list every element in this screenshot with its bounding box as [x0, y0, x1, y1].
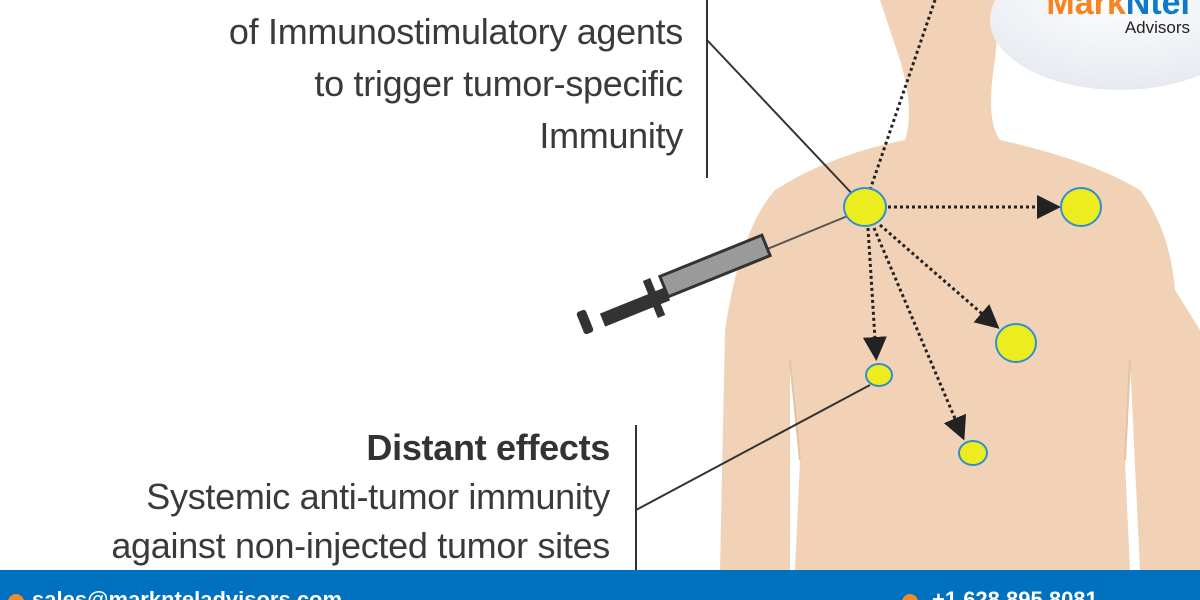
logo-subtitle: Advisors — [1124, 18, 1190, 37]
markntel-logo: MarkNtel Advisors — [1046, 0, 1190, 38]
tumor-nodes — [843, 187, 1102, 466]
distant-tumor — [995, 323, 1037, 363]
top-text-line: to trigger tumor-specific — [314, 63, 683, 104]
dotted-arrows — [862, 0, 1061, 441]
phone-icon — [902, 594, 918, 600]
distant-tumor — [865, 363, 893, 387]
syringe-icon — [576, 214, 851, 335]
injected-tumor — [843, 187, 887, 227]
top-leader-line — [706, 39, 859, 201]
human-body — [720, 0, 1200, 570]
footer-bar: sales@marknteladvisors.com +1 628 895 80… — [0, 570, 1200, 600]
email-icon — [8, 594, 24, 600]
top-text-line: of Immunostimulatory agents — [228, 11, 683, 52]
distant-tumor — [1060, 187, 1102, 227]
top-text-line: Immunity — [539, 115, 683, 156]
distant-text-line: against non-injected tumor sites — [111, 525, 610, 566]
distant-tumor — [958, 440, 988, 466]
body-outline — [789, 359, 1131, 461]
logo-part2: Ntel — [1125, 0, 1190, 22]
distant-effects-title: Distant effects — [366, 427, 610, 468]
distant-text-line: Systemic anti-tumor immunity — [146, 476, 610, 517]
footer-phone[interactable]: +1 628 895 8081 — [932, 587, 1098, 600]
bottom-leader-line — [635, 384, 871, 511]
logo-part1: Mark — [1046, 0, 1126, 22]
logo-background — [990, 0, 1200, 90]
footer-email[interactable]: sales@marknteladvisors.com — [32, 587, 343, 600]
